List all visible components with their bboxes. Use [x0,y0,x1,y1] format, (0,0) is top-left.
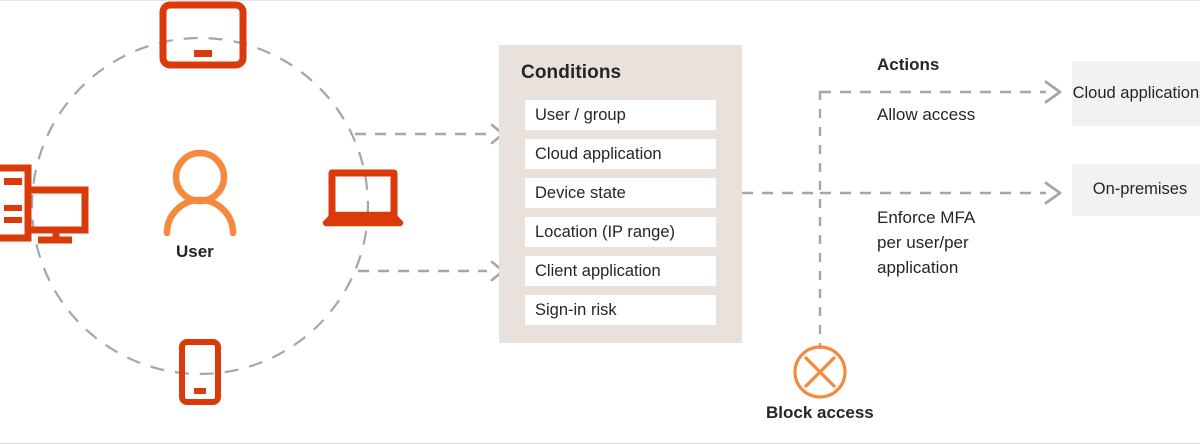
connector-to-on-premises [820,181,1062,205]
connector-devices-to-conditions-upper [355,123,505,145]
desktop-icon [0,164,89,244]
user-label: User [176,242,214,261]
phone-icon [179,339,221,405]
allow-access-label: Allow access [877,105,976,124]
tablet-icon [159,1,247,69]
user-boundary-circle [30,36,370,376]
connector-to-cloud-applications [820,80,1062,104]
condition-row-cloud-application[interactable]: Cloud application [525,139,716,169]
condition-row-location-ip-range[interactable]: Location (IP range) [525,217,716,247]
circle-x-icon [793,345,847,399]
actions-heading: Actions [877,55,940,74]
laptop-icon [322,169,404,227]
condition-row-sign-in-risk[interactable]: Sign-in risk [525,295,716,325]
destination-on-premises[interactable]: On-premises [1072,164,1200,216]
connector-devices-to-conditions-lower [358,260,505,282]
desktop-icon-details [4,178,22,223]
condition-row-user-group[interactable]: User / group [525,100,716,130]
destination-cloud-applications[interactable]: Cloud applications [1072,61,1200,126]
block-access-label: Block access [766,403,874,422]
condition-row-client-application[interactable]: Client application [525,256,716,286]
person-icon [163,149,237,237]
conditions-list: User / group Cloud application Device st… [525,100,716,325]
conditions-title: Conditions [521,62,622,83]
enforce-mfa-label: Enforce MFA per user/per application [877,208,976,277]
condition-row-device-state[interactable]: Device state [525,178,716,208]
conditions-panel: Conditions User / group Cloud applicatio… [499,45,742,343]
